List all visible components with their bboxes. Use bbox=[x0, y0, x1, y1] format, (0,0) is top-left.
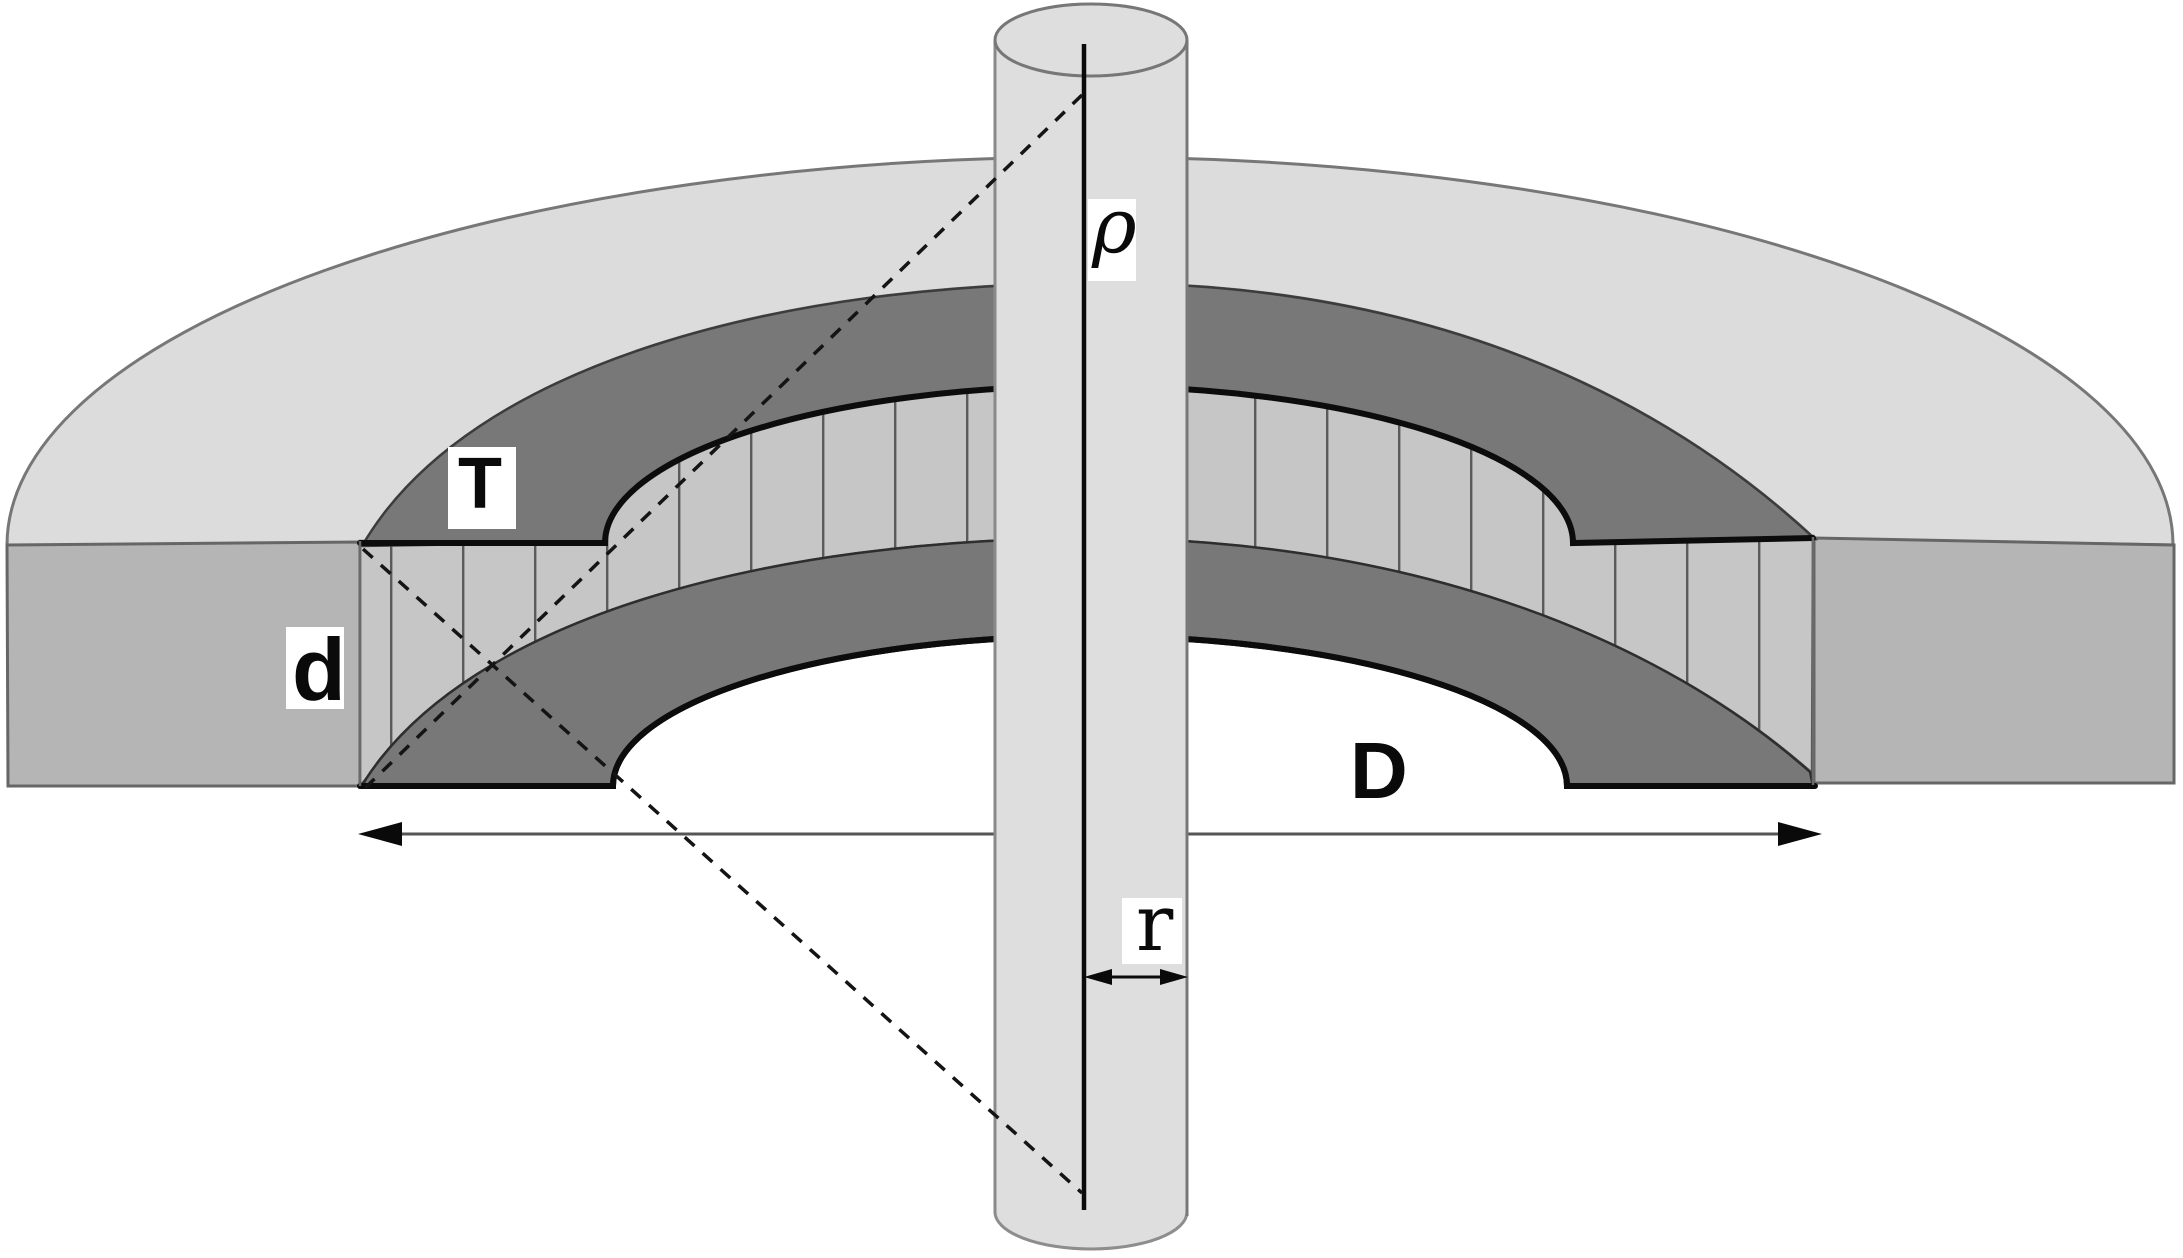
shaft-bottom-cap bbox=[995, 1180, 1187, 1249]
label-rho: ρ bbox=[1091, 181, 1137, 270]
label-rho-box bbox=[1088, 199, 1136, 281]
shaft-top-ellipse bbox=[993, 2, 1189, 78]
label-r-group: r bbox=[1122, 879, 1182, 969]
label-D: D bbox=[1350, 726, 1408, 815]
label-T: T bbox=[458, 444, 502, 524]
label-d: d bbox=[292, 620, 346, 719]
label-T-box bbox=[448, 447, 516, 529]
dash-bottom-to-top-corner bbox=[361, 547, 1084, 1195]
label-d-group: d bbox=[286, 620, 346, 719]
label-r: r bbox=[1136, 879, 1174, 969]
label-T-group: T bbox=[448, 444, 516, 529]
label-rho-group: ρ bbox=[1088, 181, 1137, 281]
rim-front-right bbox=[1812, 536, 2176, 785]
label-r-box bbox=[1122, 898, 1182, 964]
label-d-box bbox=[286, 627, 344, 709]
shaft bbox=[993, 2, 1189, 1251]
shaft-radius-arrow bbox=[1084, 969, 1188, 985]
construction-dashes bbox=[361, 93, 1084, 1195]
